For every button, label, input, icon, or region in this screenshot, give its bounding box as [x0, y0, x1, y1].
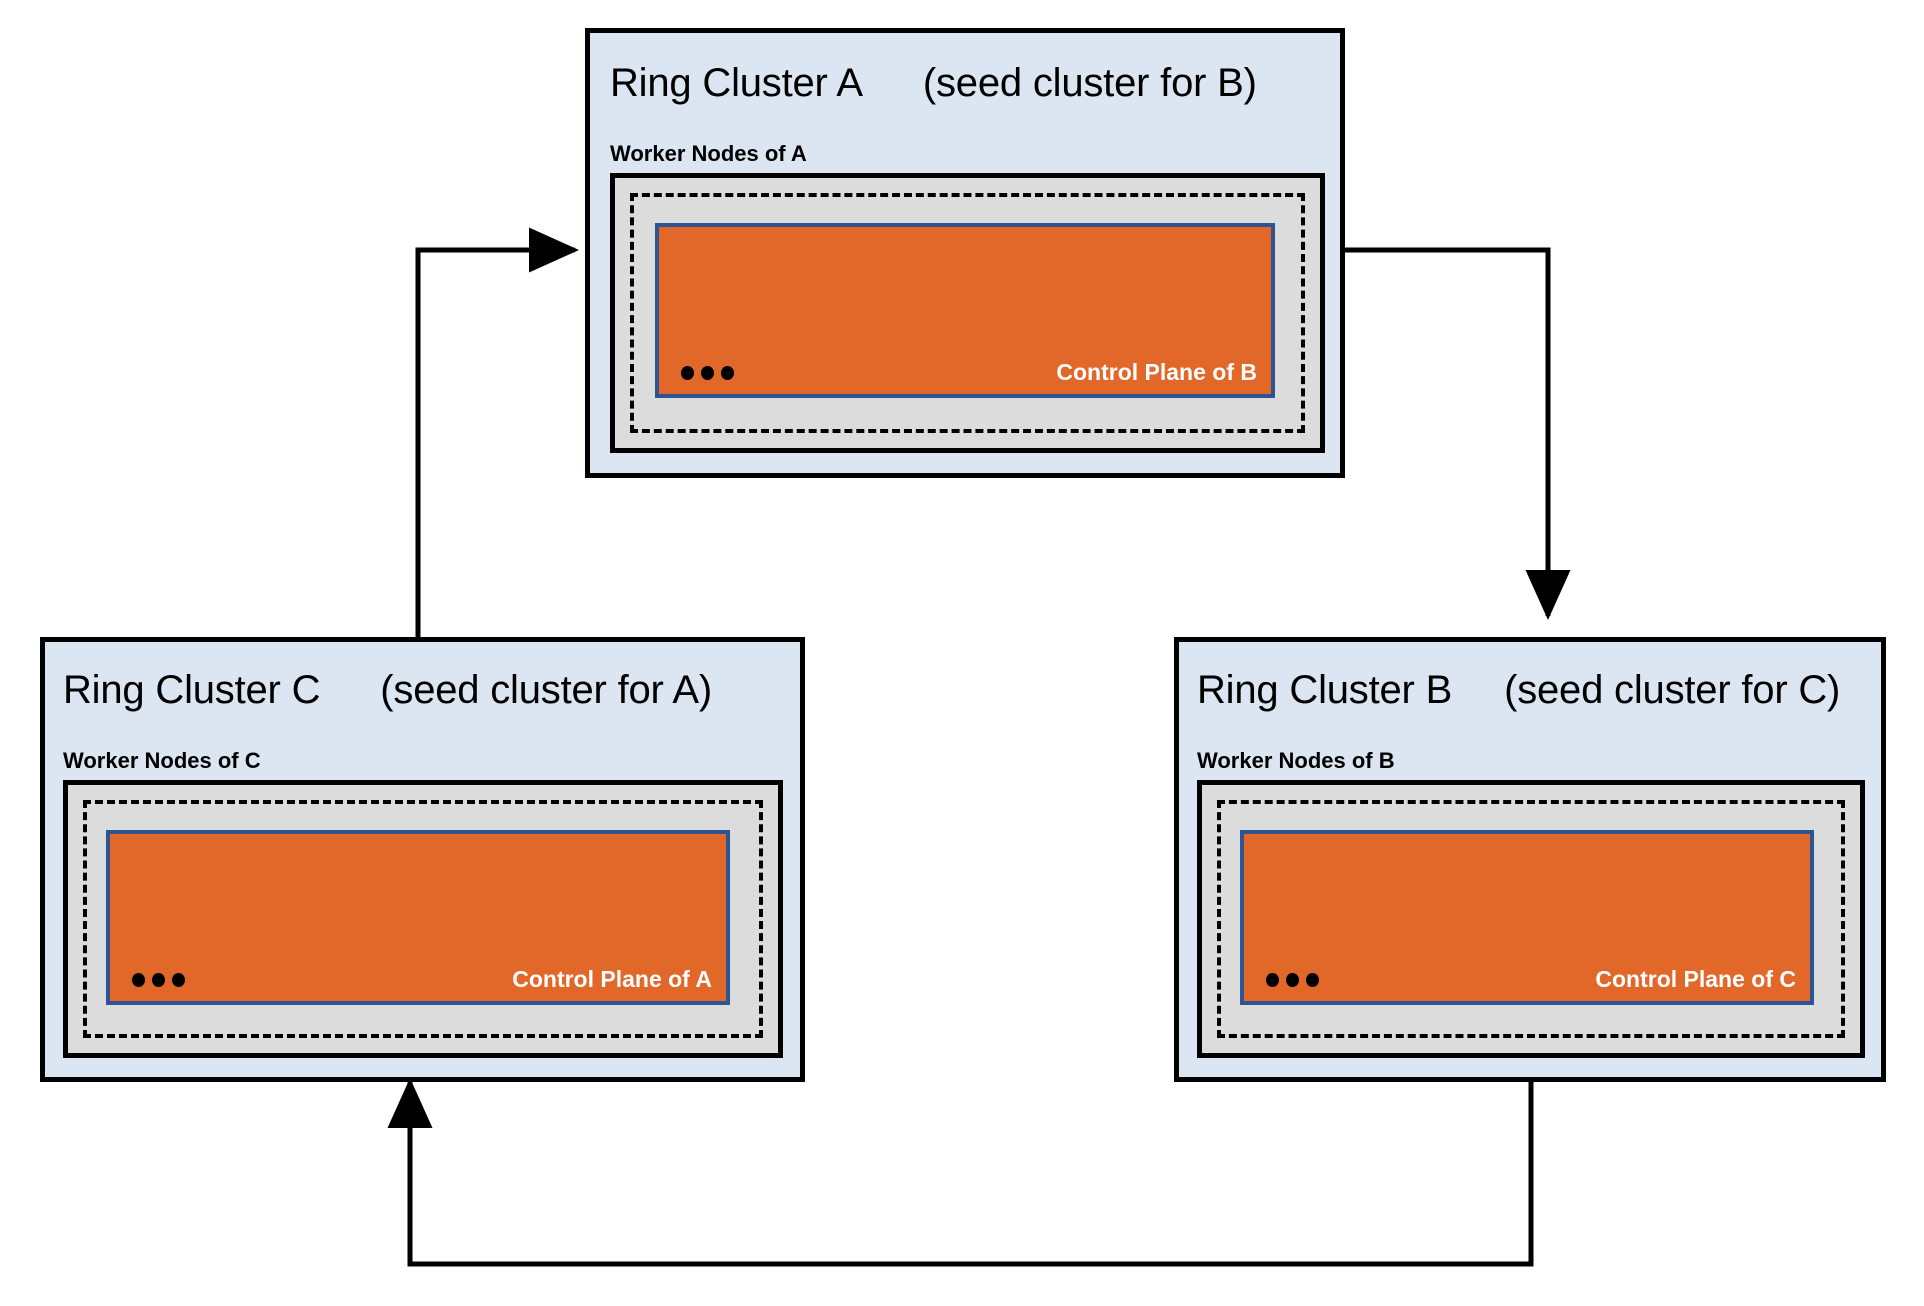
- cluster-b-worker-nodes-label: Worker Nodes of B: [1197, 748, 1395, 773]
- cluster-a-worker-group: Control Plane of B: [610, 173, 1325, 453]
- cluster-b[interactable]: Ring Cluster B (seed cluster for C) Worke…: [1174, 637, 1886, 1082]
- cluster-b-worker-ellipsis-icon: [1266, 973, 1319, 987]
- cluster-a-seed-note: (seed cluster for B): [922, 61, 1257, 105]
- cluster-b-title: Ring Cluster B (seed cluster for C): [1197, 670, 1840, 710]
- cluster-b-seed-note: (seed cluster for C): [1504, 668, 1841, 712]
- cluster-c-worker-group: Control Plane of A: [63, 780, 783, 1058]
- cluster-c-seed-note: (seed cluster for A): [380, 668, 712, 712]
- cluster-a-worker-nodes-label: Worker Nodes of A: [610, 141, 807, 166]
- cluster-a-control-plane[interactable]: Control Plane of B: [655, 223, 1275, 398]
- cluster-c-control-plane[interactable]: Control Plane of A: [106, 830, 730, 1005]
- cluster-a-control-plane-label: Control Plane of B: [1056, 359, 1257, 385]
- cluster-c-title: Ring Cluster C (seed cluster for A): [63, 670, 712, 710]
- cluster-a-title: Ring Cluster A (seed cluster for B): [610, 63, 1257, 103]
- cluster-b-control-plane[interactable]: Control Plane of C: [1240, 830, 1814, 1005]
- cluster-a-worker-ellipsis-icon: [681, 366, 734, 380]
- arrow-a-to-b: [1345, 247, 1571, 621]
- cluster-a-name: Ring Cluster A: [610, 61, 863, 105]
- cluster-b-worker-group: Control Plane of C: [1197, 780, 1865, 1058]
- cluster-c[interactable]: Ring Cluster C (seed cluster for A) Worke…: [40, 637, 805, 1082]
- arrow-b-to-c: [387, 1077, 1534, 1267]
- cluster-a[interactable]: Ring Cluster A (seed cluster for B) Worke…: [585, 28, 1345, 478]
- arrow-c-to-a: [415, 227, 580, 637]
- cluster-c-control-plane-label: Control Plane of A: [512, 966, 712, 992]
- cluster-b-control-plane-label: Control Plane of C: [1595, 966, 1796, 992]
- cluster-c-worker-nodes-label: Worker Nodes of C: [63, 748, 261, 773]
- cluster-b-name: Ring Cluster B: [1197, 668, 1453, 712]
- cluster-c-name: Ring Cluster C: [63, 668, 321, 712]
- cluster-a-dashed-frame: [630, 193, 1305, 433]
- cluster-c-dashed-frame: [83, 800, 763, 1038]
- cluster-b-dashed-frame: [1217, 800, 1845, 1038]
- cluster-c-worker-ellipsis-icon: [132, 973, 185, 987]
